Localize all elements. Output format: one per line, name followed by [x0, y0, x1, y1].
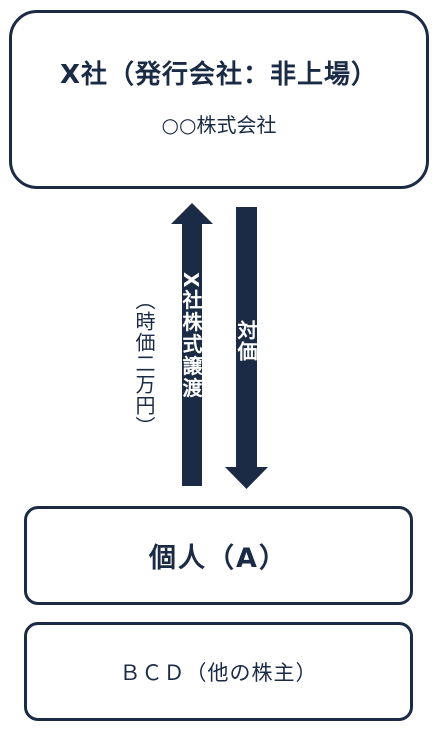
issuing-company-name: ○○株式会社 — [161, 112, 277, 137]
share-transfer-label: X社株式譲渡 — [179, 272, 203, 400]
issuing-company-title: X社（発行会社：非上場） — [59, 59, 379, 90]
individual-a-box: 個人（A） — [24, 506, 413, 605]
consideration-arrow — [225, 207, 268, 489]
other-shareholders-label: ＢＣＤ（他の株主） — [119, 660, 318, 685]
consideration-label: 対価 — [234, 320, 258, 362]
issuing-company-box: X社（発行会社：非上場） ○○株式会社 — [9, 10, 429, 189]
market-price-label: （時価二万円） — [132, 290, 156, 437]
individual-a-title: 個人（A） — [149, 543, 288, 574]
other-shareholders-box: ＢＣＤ（他の株主） — [24, 622, 413, 721]
share-transfer-arrow — [171, 203, 213, 486]
